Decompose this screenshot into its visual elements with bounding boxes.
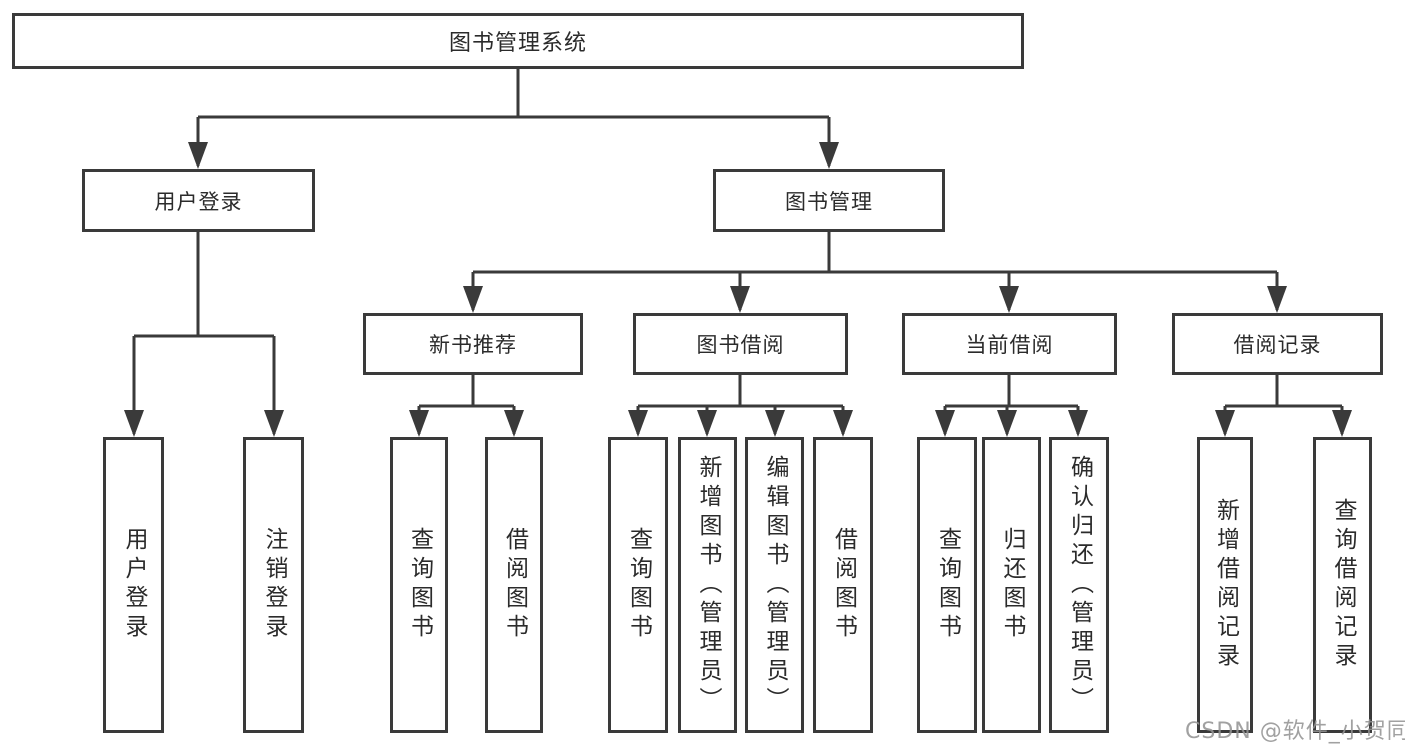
leaf-borrow-query-book: 查询图书 — [608, 437, 668, 733]
leaf-return-book: 归还图书 — [982, 437, 1041, 733]
leaf-user-login-label: 用户登录 — [121, 527, 147, 643]
leaf-user-login: 用户登录 — [103, 437, 164, 733]
node-book-borrow: 图书借阅 — [633, 313, 848, 375]
node-borrow-record: 借阅记录 — [1172, 313, 1383, 375]
leaf-recommend-borrow-book-label: 借阅图书 — [501, 527, 528, 643]
leaf-add-book-admin-label: 新增图书（管理员） — [695, 454, 721, 716]
leaf-edit-book-admin-label: 编辑图书（管理员） — [762, 454, 788, 716]
leaf-return-book-label: 归还图书 — [999, 527, 1025, 643]
connector-book-mgmt-branch — [471, 232, 1279, 310]
leaf-query-borrow-record-label: 查询借阅记录 — [1330, 498, 1356, 672]
leaf-query-borrow-record: 查询借阅记录 — [1313, 437, 1372, 733]
leaf-current-query-book: 查询图书 — [917, 437, 977, 733]
connector-borrow-record-branch — [1223, 375, 1344, 434]
node-root-library-system: 图书管理系统 — [12, 13, 1024, 69]
node-root-label: 图书管理系统 — [448, 31, 587, 56]
leaf-borrow-book: 借阅图书 — [813, 437, 873, 733]
node-new-book-recommend-label: 新书推荐 — [429, 333, 517, 357]
arrowheads — [124, 142, 1352, 437]
leaf-add-book-admin: 新增图书（管理员） — [678, 437, 737, 733]
csdn-watermark: CSDN @软件_小贺同学 — [1185, 719, 1405, 744]
leaf-borrow-query-book-label: 查询图书 — [625, 527, 652, 643]
leaf-add-borrow-record: 新增借阅记录 — [1197, 437, 1253, 733]
leaf-confirm-return-admin-label: 确认归还（管理员） — [1066, 454, 1093, 716]
node-current-borrow: 当前借阅 — [902, 313, 1117, 375]
node-book-management: 图书管理 — [713, 169, 945, 232]
leaf-current-query-book-label: 查询图书 — [934, 527, 961, 643]
leaf-recommend-query-book: 查询图书 — [390, 437, 448, 733]
leaf-borrow-book-label: 借阅图书 — [830, 527, 857, 643]
node-user-login-label: 用户登录 — [154, 189, 243, 214]
leaf-add-borrow-record-label: 新增借阅记录 — [1212, 498, 1239, 672]
leaf-confirm-return-admin: 确认归还（管理员） — [1049, 437, 1109, 733]
leaf-edit-book-admin: 编辑图书（管理员） — [745, 437, 804, 733]
leaf-logout-label: 注销登录 — [261, 527, 287, 643]
node-borrow-record-label: 借阅记录 — [1233, 333, 1322, 357]
connector-current-borrow-branch — [943, 375, 1080, 434]
connector-user-login-branch — [132, 232, 276, 434]
connector-root-to-level1 — [196, 69, 831, 166]
leaf-recommend-borrow-book: 借阅图书 — [485, 437, 543, 733]
node-new-book-recommend: 新书推荐 — [363, 313, 583, 375]
connector-book-borrow-branch — [636, 375, 845, 434]
leaf-recommend-query-book-label: 查询图书 — [406, 527, 433, 643]
node-user-login: 用户登录 — [82, 169, 315, 232]
connector-new-book-branch — [417, 375, 516, 434]
leaf-logout: 注销登录 — [243, 437, 304, 733]
node-book-management-label: 图书管理 — [785, 189, 873, 214]
node-book-borrow-label: 图书借阅 — [696, 333, 785, 357]
node-current-borrow-label: 当前借阅 — [965, 333, 1054, 357]
